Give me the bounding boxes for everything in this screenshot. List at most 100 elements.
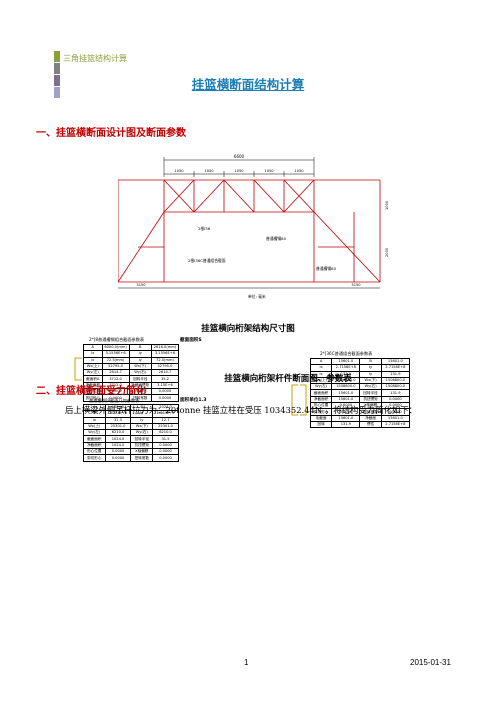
table-cell: 12.7 bbox=[152, 416, 179, 424]
table-cell: 净截面惯矩 bbox=[128, 381, 152, 390]
table-cell: 2616.0(mm) bbox=[150, 343, 180, 352]
table-cell: 回转 bbox=[309, 420, 333, 429]
table-cell: 31.5 bbox=[152, 435, 179, 443]
table-cell: Wx(上) bbox=[309, 376, 333, 385]
table-cell: 0.0000 bbox=[152, 454, 179, 462]
table-cell: 净截面积 bbox=[309, 395, 333, 404]
table-cell: 0.0000 bbox=[380, 395, 411, 404]
table-cell: 6210.0 bbox=[152, 429, 179, 437]
truss-drawing: 6600 1050 1050 1050 1050 1050 1000 2000 … bbox=[118, 154, 389, 299]
dim-total: 6600 bbox=[234, 154, 245, 159]
label-i36c: 2根I36C普通组合截面 bbox=[188, 258, 226, 263]
table-cell: 2.7158E+8 bbox=[380, 420, 411, 429]
table-cell: X轴偏移 bbox=[128, 388, 152, 396]
table-cell: 3.15E+6 bbox=[150, 381, 180, 390]
dim-side-2: 2000 bbox=[385, 247, 389, 257]
table-caption: 挂篮横向桁架杆件断面图、参数表 bbox=[224, 374, 352, 384]
table-cell: 剪切形心 bbox=[309, 408, 333, 416]
table-cell: ix bbox=[309, 370, 333, 378]
table-cell: Ix bbox=[309, 364, 333, 372]
truss-lines bbox=[118, 157, 381, 283]
table-cell: 15601.0 bbox=[380, 414, 411, 422]
footer-date: 2015-01-31 bbox=[410, 658, 451, 667]
section-heading-2: 二、挂篮横断面受力简化 bbox=[36, 386, 146, 397]
table-cell: 剪切形心 bbox=[83, 454, 106, 462]
body-paragraph: 后上横梁外侧吊杆拉力为：20tonne 挂篮立柱在受压 1034352.44N … bbox=[65, 405, 417, 415]
table-cell: 1508800.0 bbox=[380, 376, 411, 385]
table-cell: 2.7158E+8 bbox=[380, 364, 411, 372]
table-cell: 2614.7 bbox=[150, 369, 180, 377]
figure-caption: 挂篮横向桁架结构尺寸图 bbox=[201, 324, 295, 334]
table-cell: 6210.0 bbox=[104, 429, 132, 437]
table-1-note: 截面面积S bbox=[180, 338, 202, 343]
table-cell: 1.013E+6 bbox=[104, 410, 132, 418]
dim-bottom-right: 3150 bbox=[351, 283, 361, 287]
table-cell: 131.9 bbox=[331, 420, 361, 429]
table-cell: 3.1556E+6 bbox=[150, 350, 180, 358]
footer-page-number: 1 bbox=[244, 658, 249, 667]
table-cell: 31.5 bbox=[104, 416, 132, 424]
table-cell: 0.0000 bbox=[380, 402, 411, 410]
section-sketch-3 bbox=[291, 384, 307, 416]
section-sketch-1 bbox=[74, 357, 82, 381]
document-title: 挂篮横断面结构计算 bbox=[191, 77, 305, 92]
dim-3: 1050 bbox=[234, 169, 244, 173]
table-cell: Wx(下) bbox=[128, 362, 152, 371]
table-cell: 0.0000 bbox=[150, 394, 180, 402]
table-cell: 0.0000 bbox=[150, 388, 180, 396]
header-bar-3 bbox=[54, 75, 60, 86]
label-channel-2: 普通槽钢80 bbox=[316, 266, 337, 271]
header-bar-4 bbox=[54, 87, 60, 98]
table-1-title: 2*[8普通槽钢组合截面参数表 bbox=[89, 337, 145, 342]
table-cell: 0.0000 bbox=[152, 448, 179, 456]
dim-side-1: 1000 bbox=[385, 200, 389, 210]
table-cell: 52795.0 bbox=[150, 362, 180, 371]
table-cell: 截面面积 bbox=[309, 389, 333, 397]
table-cell: 毛截面 bbox=[309, 414, 333, 422]
table-cell: 惯性 bbox=[359, 420, 382, 429]
table-cell: 0.0000 bbox=[104, 448, 132, 456]
table-cell: 6000.0(mm) bbox=[101, 343, 130, 352]
table-cell: 1.664E+5 bbox=[152, 410, 179, 418]
dim-2: 1050 bbox=[204, 169, 214, 173]
table-cell: A bbox=[309, 357, 333, 366]
table-cell: 1024.0 bbox=[152, 403, 179, 412]
table-2-note: 面积单位1.3 bbox=[180, 398, 207, 403]
header-bar-2 bbox=[54, 63, 60, 74]
table-cell: 35.2 bbox=[150, 375, 180, 383]
label-channel-1: 普通槽钢80 bbox=[266, 236, 287, 241]
table-cell: Wy(右) bbox=[128, 369, 152, 377]
header-bar-1 bbox=[54, 51, 60, 62]
dim-4: 1050 bbox=[264, 169, 274, 173]
table-cell: 72.5(mm) bbox=[150, 356, 180, 364]
table-cell: 0.0000 bbox=[104, 454, 132, 462]
table-cell: 3.1556E+6 bbox=[101, 350, 130, 358]
table-2-title: 普通槽钢[8截面几何参数表 bbox=[89, 398, 140, 403]
label-i56: 2根I56 bbox=[198, 226, 211, 231]
running-header-title: 三角挂篮结构计算 bbox=[63, 54, 127, 63]
drawing-unit: 单位: 毫米 bbox=[248, 294, 266, 299]
table-cell: 1024.0 bbox=[104, 441, 132, 450]
